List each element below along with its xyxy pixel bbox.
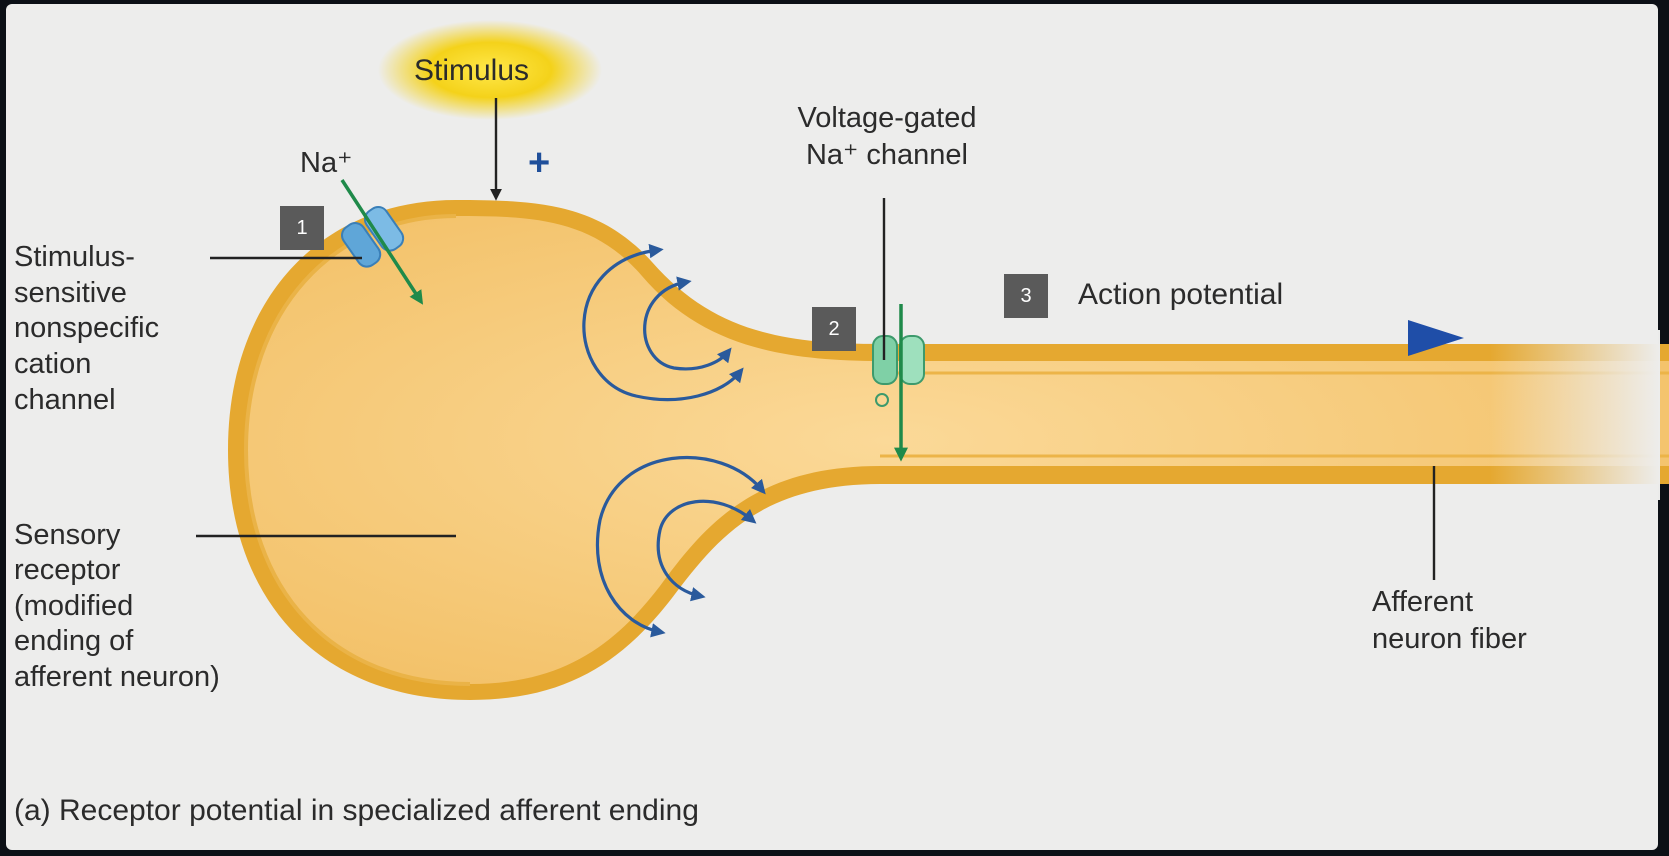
na-ion-label: Na⁺: [300, 147, 353, 179]
step-2-badge: 2: [812, 307, 856, 351]
sensory-receptor-label: Sensory receptor (modified ending of aff…: [14, 519, 220, 693]
current-loop-outer-upper: [582, 243, 744, 402]
afferent-fiber-label: Afferent neuron fiber: [1372, 586, 1527, 656]
local-current-arrows-upper: [582, 243, 744, 402]
fiber-fade: [1490, 330, 1660, 500]
stimulus-sensitive-channel: [341, 205, 405, 268]
action-potential-arrow-head: [1408, 320, 1464, 356]
stimulus-label: Stimulus: [414, 54, 530, 87]
action-potential-label: Action potential: [1078, 278, 1284, 311]
current-loop-outer-lower: [595, 455, 766, 638]
charge-plus-sign: +: [528, 142, 551, 184]
stimulus-sensitive-channel-label: Stimulus- sensitive nonspecific cation c…: [14, 241, 160, 416]
current-loop-inner-upper: [643, 276, 732, 371]
stimulus-glow: [378, 20, 602, 120]
local-current-arrows-lower: [595, 455, 766, 638]
na-influx-arrow-1: [340, 179, 424, 305]
current-loop-inner-lower: [656, 499, 757, 602]
step-1-badge: 1: [280, 206, 324, 250]
figure-caption: (a) Receptor potential in specialized af…: [14, 794, 699, 827]
voltage-gated-channel-label: Voltage-gated Na⁺ channel: [797, 102, 977, 172]
step-3-badge: 3: [1004, 274, 1048, 318]
neuron-cytoplasm: [246, 216, 1669, 684]
